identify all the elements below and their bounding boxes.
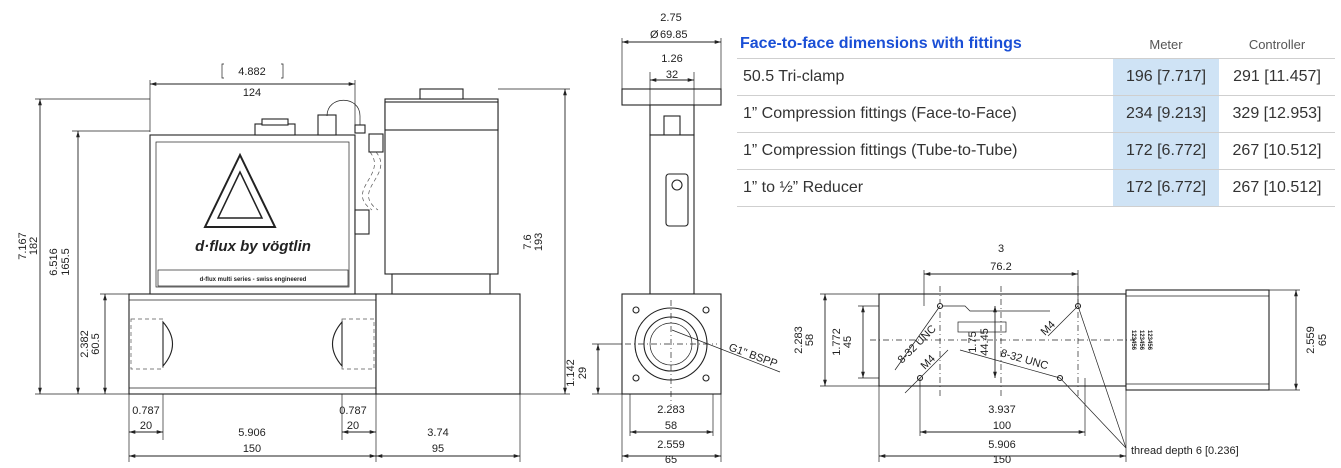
row-meter-value: 172 [6.772] [1113, 132, 1219, 170]
row-meter-value: 234 [9.213] [1113, 95, 1219, 133]
dim-w150-in: 5.906 [238, 427, 266, 439]
thread-depth-label: thread depth 6 [0.236] [1131, 445, 1239, 457]
dim-width-top-in: 4.882 [238, 66, 266, 78]
dim-dia-symbol: Ø [650, 29, 659, 41]
dim-w76-mm: 76.2 [990, 261, 1011, 273]
table-row: 1” Compression fittings (Tube-to-Tube) 1… [737, 132, 1335, 170]
dim-h165-in: 6.516 [48, 248, 60, 276]
dim-w150b-mm: 150 [993, 454, 1011, 466]
row-meter-value: 196 [7.717] [1113, 58, 1219, 96]
dim-width-top-mm: 124 [243, 87, 261, 99]
table-row: 50.5 Tri-clamp 196 [7.717] 291 [11.457] [737, 58, 1335, 96]
row-label: 1” Compression fittings (Face-to-Face) [737, 95, 1113, 133]
dim-w100-in: 3.937 [988, 404, 1016, 416]
table-header-row: Face-to-face dimensions with fittings Me… [737, 30, 1335, 59]
dim-h193-mm: 193 [533, 233, 545, 251]
dim-w65-in: 2.559 [657, 439, 685, 451]
outlet-cone [331, 320, 343, 368]
side-top-cap [621, 88, 722, 106]
thread-label-g1: G1" BSPP [727, 342, 779, 371]
dim-right20-mm: 20 [347, 420, 359, 432]
dim-w100-mm: 100 [993, 420, 1011, 432]
housing-tagline: d-flux multi series - swiss engineered [200, 277, 307, 283]
dim-h45-in: 1.772 [831, 328, 843, 356]
dim-w65-mm: 65 [665, 454, 677, 466]
row-controller-value: 267 [10.512] [1219, 169, 1335, 207]
bottom-view: 123456 123456 123456 8-32 UNC M4 M4 8-32… [793, 243, 1329, 466]
svg-text:123456: 123456 [1138, 330, 1144, 351]
dim-h165-mm: 165.5 [60, 248, 72, 276]
face-to-face-table: Face-to-face dimensions with fittings Me… [737, 30, 1335, 207]
m12-connector-side [354, 209, 370, 235]
col-controller-header: Controller [1248, 36, 1306, 52]
dim-dia-in: 2.75 [660, 12, 681, 24]
dim-h58-in: 2.283 [793, 326, 805, 354]
dim-h65-mm: 65 [1317, 334, 1329, 346]
table-row: 1” to ½” Reducer 172 [6.772] 267 [10.512… [737, 169, 1335, 207]
dim-h60-in: 2.382 [79, 330, 91, 358]
dim-h182-mm: 182 [28, 237, 40, 255]
row-controller-value: 267 [10.512] [1219, 132, 1335, 170]
dim-w58-mm: 58 [665, 420, 677, 432]
table-row: 1” Compression fittings (Face-to-Face) 2… [737, 95, 1335, 133]
m12-connector-top [317, 114, 337, 136]
row-label: 1” to ½” Reducer [737, 169, 1113, 207]
dim-w150-mm: 150 [243, 443, 261, 455]
dim-h65-in: 2.559 [1305, 326, 1317, 354]
side-view: 2.75 Ø 69.85 1.26 32 1.142 29 G1" BSPP 2… [565, 12, 781, 466]
side-sub-d [665, 173, 689, 227]
col-meter-header: Meter [1149, 36, 1183, 52]
table-title: Face-to-face dimensions with fittings [740, 35, 1022, 52]
dim-h44-mm: 44.45 [979, 328, 991, 356]
dim-w58-in: 2.283 [657, 404, 685, 416]
svg-text:123456: 123456 [1146, 330, 1152, 351]
dim-h60-mm: 60.5 [90, 333, 102, 354]
bottom-valve-block [1125, 289, 1270, 391]
row-controller-value: 329 [12.953] [1219, 95, 1335, 133]
row-controller-value: 291 [11.457] [1219, 58, 1335, 96]
front-valve-block [375, 293, 521, 395]
dim-dia-mm: 69.85 [660, 29, 688, 41]
dim-w76-in: 3 [998, 243, 1004, 255]
dim-w95-mm: 95 [432, 443, 444, 455]
dim-right20-in: 0.787 [339, 405, 367, 417]
dim-h44-in: 1.75 [967, 331, 979, 352]
dim-h58-mm: 58 [804, 334, 816, 346]
housing-brand: d·flux by vögtlin [195, 238, 311, 255]
row-meter-value: 172 [6.772] [1113, 169, 1219, 207]
dim-w150b-in: 5.906 [988, 439, 1016, 451]
sub-d-connector [254, 123, 296, 136]
front-view: d-flux multi series - swiss engineered d… [17, 63, 570, 462]
row-label: 50.5 Tri-clamp [737, 58, 1113, 96]
dim-left20-mm: 20 [140, 420, 152, 432]
dim-h29-in: 1.142 [565, 359, 577, 387]
side-m12-connector [663, 115, 681, 136]
dim-left20-in: 0.787 [132, 405, 160, 417]
inlet-cone [162, 320, 174, 368]
dim-h45-mm: 45 [842, 336, 854, 348]
dim-w95-in: 3.74 [427, 427, 448, 439]
dim-h193-in: 7.6 [522, 234, 534, 249]
row-label: 1” Compression fittings (Tube-to-Tube) [737, 132, 1113, 170]
dim-h29-mm: 29 [577, 367, 589, 379]
dim-h182-in: 7.167 [17, 232, 29, 260]
dim-w32-mm: 32 [666, 69, 678, 81]
dim-w32-in: 1.26 [661, 53, 682, 65]
